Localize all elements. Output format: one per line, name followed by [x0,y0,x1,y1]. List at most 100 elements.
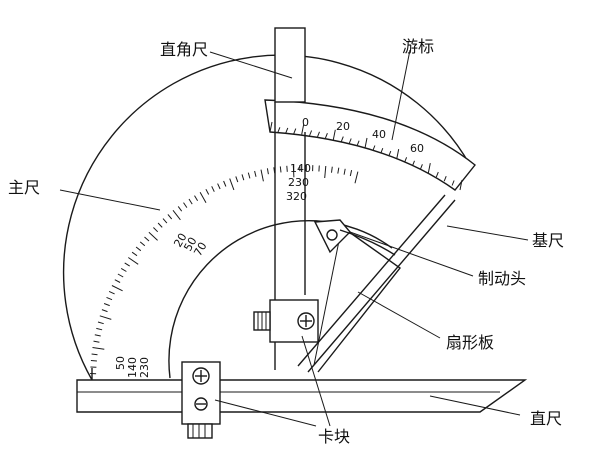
main-num-50-mid: 50 [181,235,199,254]
main-scale-tick [205,188,210,195]
label-vernier: 游标 [402,37,434,56]
main-scale-tick [120,267,127,272]
main-scale-tick [211,186,215,192]
vernier-tick [309,130,313,136]
main-scale-tick [128,257,139,265]
vernier-tick [380,148,384,154]
label-main-scale: 主尺 [8,178,40,197]
main-scale-tick [167,214,173,220]
vernier-tick [372,145,376,151]
main-scale-tick [111,285,123,292]
main-scale-tick [139,241,146,247]
main-num-20-mid: 20 [171,231,189,250]
label-clamp-block: 卡块 [318,427,350,446]
main-scale-tick [99,315,112,320]
main-num-50-left: 50 [114,356,127,370]
main-num-140-top: 140 [290,162,311,175]
main-scale-tick [199,192,207,204]
vernier-plate [264,99,476,191]
label-base-ruler: 基尺 [532,231,564,250]
main-scale-tick [106,296,113,301]
main-num-230-top: 230 [288,176,309,189]
main-scale-tick [292,165,295,178]
straight-ruler [76,379,528,413]
main-scale-tick [279,166,282,173]
label-brake-head: 制动头 [478,269,526,288]
main-scale-tick [90,360,97,362]
main-scale-tick [324,165,327,179]
vernier-tick [301,124,305,135]
vernier-tick [364,137,368,149]
vernier-num-0: 0 [302,116,309,129]
main-scale-tick [96,327,103,331]
label-square: 直角尺 [160,40,208,59]
main-scale-tick [103,303,110,307]
vernier-tick [277,127,281,133]
main-scale-tick [247,172,251,179]
main-scale-tick [157,222,163,228]
vernier-tick [356,140,360,146]
label-sector-plate: 扇形板 [446,333,494,352]
vernier-tick [348,138,352,144]
main-scale-tick [92,347,105,350]
main-scale-tick [148,231,158,241]
main-scale-tick [188,198,193,205]
main-scale-tick [223,180,227,187]
vernier-tick [404,157,408,163]
vernier-tick [427,163,431,174]
label-straight-ruler: 直尺 [530,409,562,428]
vernier-num-60: 60 [410,142,424,155]
main-scale-tick [183,202,188,208]
vernier-num-40: 40 [372,128,386,141]
main-scale-tick [337,167,340,174]
main-scale-tick [114,279,121,283]
vernier-tick [293,128,297,134]
main-scale-tick [91,353,98,356]
base-ruler [297,194,456,373]
square-clamp [253,299,319,343]
vernier-tick [269,121,273,133]
main-scale-tick [117,273,124,278]
vernier-num-20: 20 [336,120,350,133]
main-scale-tick [131,251,138,257]
main-num-230-left: 230 [138,357,151,378]
main-num-320-top: 320 [286,190,307,203]
vernier-tick [324,133,328,139]
main-scale-tick [331,166,333,173]
main-scale-tick [177,206,183,212]
main-scale-tick [172,209,181,221]
vernier-tick [396,149,400,160]
main-scale-tick [101,309,108,313]
main-scale-tick [135,246,142,252]
main-scale-tick [144,236,150,242]
brake-head [313,219,396,256]
vernier-tick [285,127,289,134]
main-scale-tick [94,334,101,337]
main-scale-tick [286,165,288,172]
main-scale-tick [343,168,346,175]
vernier-tick [340,136,344,142]
vernier-tick [388,150,392,157]
main-num-70-mid: 70 [191,240,209,259]
main-scale-tick [153,227,159,233]
main-scale-tick [266,168,269,175]
main-scale-tick [108,290,115,295]
vernier-tick [317,131,320,137]
main-scale-tick [194,195,199,201]
main-scale-tick [349,169,353,177]
main-scale-ticks [90,165,359,381]
vernier-tick [451,180,455,186]
main-scale-tick [162,218,168,224]
vernier-tick [419,164,423,170]
main-scale-tick [97,321,104,325]
vernier-tick [435,171,439,178]
vernier-tick [412,160,415,166]
main-scale-tick [217,183,221,190]
main-scale-tick [254,170,257,177]
vernier-tick [443,176,447,182]
main-scale-tick [93,340,100,343]
main-scale-tick [241,174,245,181]
main-scale-tick [260,169,264,182]
main-scale-tick [229,178,235,191]
